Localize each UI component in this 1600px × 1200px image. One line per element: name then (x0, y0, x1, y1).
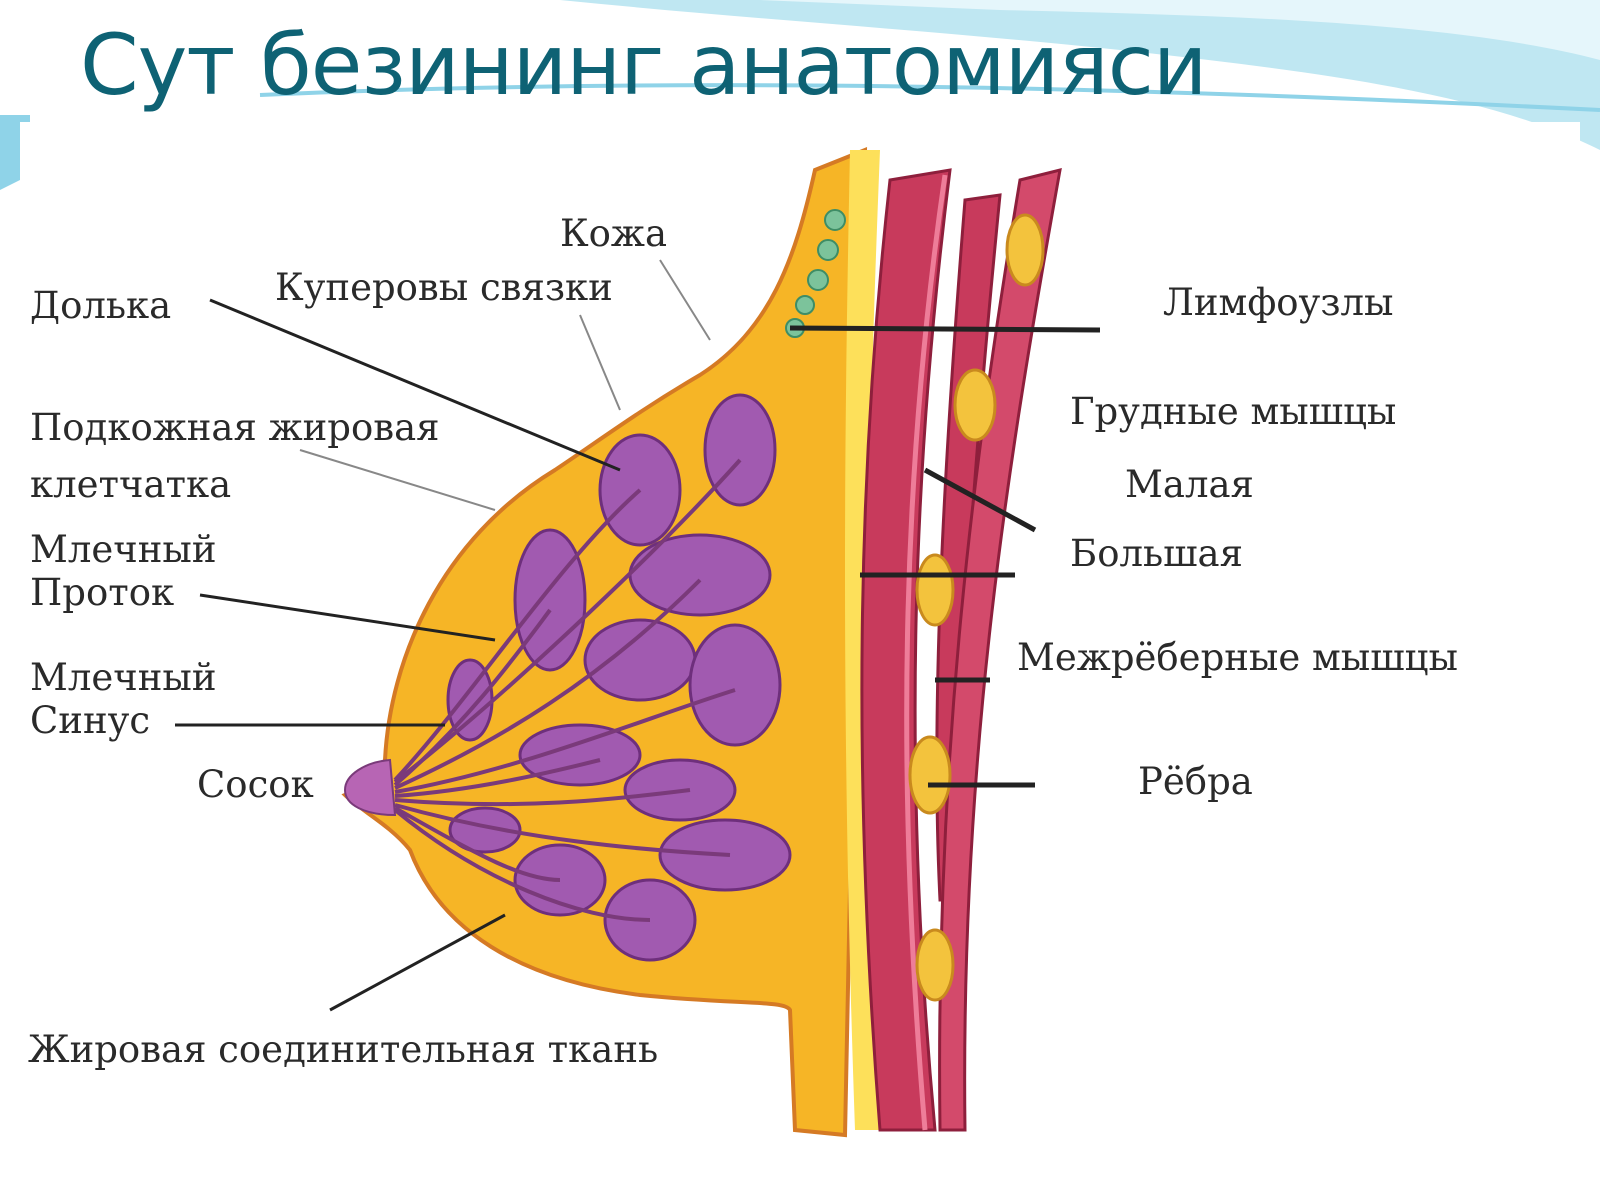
intercostal-muscle (938, 167, 1062, 1132)
lymph-node (817, 239, 839, 261)
label-adipose-tissue: Жировая соединительная ткань (28, 1028, 658, 1071)
label-lymph-nodes: Лимфоузлы (1163, 281, 1393, 324)
duct (393, 608, 552, 787)
leader-lines (175, 259, 1101, 1012)
adipose-leader (329, 913, 506, 1012)
rib (915, 553, 955, 627)
lymph-nodes (785, 209, 846, 338)
label-pectoral-muscles: Грудные мышцы (1070, 390, 1396, 433)
minor-leader (923, 467, 1037, 533)
duct (394, 788, 691, 807)
label-milk-sinus-line2: Синус (30, 699, 150, 742)
label-pectoralis-major: Большая (1070, 532, 1243, 575)
lymph-node (807, 269, 829, 291)
duct (394, 806, 561, 882)
wave-decoration-top-2 (760, 0, 1600, 60)
lobule (583, 618, 697, 702)
duct (394, 578, 702, 790)
duct (393, 458, 742, 784)
duct (393, 488, 642, 782)
ribs (908, 213, 1045, 1002)
muscle-fascia-line (904, 174, 948, 1131)
nipple (343, 758, 397, 817)
duct-leader (199, 593, 496, 642)
label-intercostal-muscles: Межрёберные мышцы (1017, 636, 1458, 679)
lobule (448, 806, 522, 854)
lobule (628, 533, 772, 617)
duct (394, 758, 601, 798)
lymph-node (824, 209, 846, 231)
label-cooper-ligaments: Куперовы связки (275, 266, 613, 309)
rib (953, 368, 997, 442)
duct (394, 803, 731, 857)
rib (1005, 213, 1045, 287)
duct (393, 808, 651, 922)
lobule (688, 623, 782, 747)
lymph-leader (789, 325, 1101, 333)
lobule-leader (209, 298, 621, 472)
label-subcutaneous-fat-line1: Подкожная жировая (30, 406, 439, 449)
label-skin: Кожа (560, 212, 667, 255)
skin-leader (659, 259, 711, 341)
label-ribs: Рёбра (1138, 760, 1253, 803)
label-lobule: Долька (30, 284, 171, 327)
cooper-leader (579, 314, 621, 411)
subcut-fat-leader (299, 449, 496, 511)
wave-decoration-line (259, 83, 1600, 112)
duct (394, 688, 736, 794)
label-milk-sinus-line1: Млечный (30, 656, 217, 699)
rib (908, 735, 952, 815)
label-milk-duct-line2: Проток (30, 571, 174, 614)
label-milk-duct-line1: Млечный (30, 528, 217, 571)
milk-ducts (393, 458, 742, 922)
label-subcutaneous-fat-line2: клетчатка (30, 463, 231, 506)
slide-title: Сут безининг анатомияси (80, 16, 1207, 114)
wave-decoration-top (560, 0, 1600, 150)
rib (915, 928, 955, 1002)
label-nipple: Сосок (197, 763, 314, 806)
label-pectoralis-minor: Малая (1125, 463, 1254, 506)
lymph-node (795, 295, 815, 315)
